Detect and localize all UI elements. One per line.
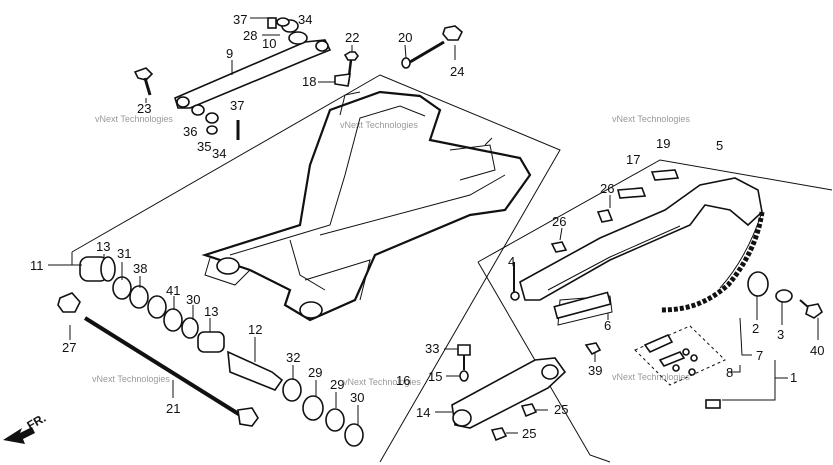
torque-link [451, 344, 567, 442]
drive-chain [659, 211, 765, 313]
callout-label: 40 [810, 343, 824, 358]
callout-label: 20 [398, 30, 412, 45]
callout-label: 30 [186, 292, 200, 307]
callout-label: 29 [330, 377, 344, 392]
callout-label: 37 [230, 98, 244, 113]
top-hardware [133, 17, 463, 140]
callout-label: 22 [345, 30, 359, 45]
swingarm-body [201, 90, 532, 322]
callout-label: 27 [62, 340, 76, 355]
watermark-text: vNext Technologies [612, 372, 690, 382]
callout-label: 1 [790, 370, 797, 385]
callout-label: 18 [302, 74, 316, 89]
callout-label: 11 [30, 258, 44, 273]
callout-label: 24 [450, 64, 464, 79]
callout-label: 9 [226, 46, 233, 61]
swingarm-group-frame [71, 74, 561, 463]
watermarks: vNext Technologies vNext Technologies vN… [92, 114, 690, 387]
callout-label: 30 [350, 390, 364, 405]
callout-label: 21 [166, 401, 180, 416]
callout-label: 37 [233, 12, 247, 27]
callout-label: 23 [137, 101, 151, 116]
callout-label: 34 [212, 146, 226, 161]
callout-labels: 37 34 28 10 22 20 24 9 18 23 37 36 35 34… [30, 12, 824, 441]
callout-label: 19 [656, 136, 670, 151]
watermark-text: vNext Technologies [92, 374, 170, 384]
callout-label: 13 [96, 239, 110, 254]
callout-label: 12 [248, 322, 262, 337]
watermark-text: vNext Technologies [612, 114, 690, 124]
callout-label: 15 [428, 369, 442, 384]
callout-label: 34 [298, 12, 312, 27]
chain-joint [634, 325, 726, 409]
watermark-text: vNext Technologies [95, 114, 173, 124]
callout-label: 6 [604, 318, 611, 333]
watermark-text: vNext Technologies [343, 377, 421, 387]
callout-label: 8 [726, 365, 733, 380]
callout-label: 35 [197, 139, 211, 154]
front-arrow-icon [3, 427, 35, 444]
callout-label: 14 [416, 405, 430, 420]
chain-case [510, 169, 763, 356]
callout-label: 26 [552, 214, 566, 229]
callout-label: 4 [508, 254, 515, 269]
callout-label: 28 [243, 28, 257, 43]
callout-label: 2 [752, 321, 759, 336]
callout-label: 7 [756, 348, 763, 363]
callout-label: 33 [425, 341, 439, 356]
callout-label: 25 [554, 402, 568, 417]
callout-label: 13 [204, 304, 218, 319]
callout-label: 25 [522, 426, 536, 441]
callout-label: 5 [716, 138, 723, 153]
pivot-bearings [79, 256, 364, 447]
callout-label: 31 [117, 246, 131, 261]
callout-label: 17 [626, 152, 640, 167]
leader-lines [48, 17, 819, 434]
callout-label: 3 [777, 327, 784, 342]
pivot-bolt [57, 292, 259, 427]
chaincase-group-frame [477, 159, 833, 263]
front-arrow: FR. [3, 411, 48, 444]
outline-frames [71, 74, 833, 463]
callout-label: 36 [183, 124, 197, 139]
watermark-text: vNext Technologies [340, 120, 418, 130]
callout-label: 41 [166, 283, 180, 298]
callout-label: 10 [262, 36, 276, 51]
callout-label: 29 [308, 365, 322, 380]
callout-label: 39 [588, 363, 602, 378]
callout-label: 32 [286, 350, 300, 365]
callout-label: 38 [133, 261, 147, 276]
callout-label: 26 [600, 181, 614, 196]
callout-label: 16 [396, 373, 410, 388]
chaincase-frame-lower [477, 261, 611, 463]
link-arm [174, 39, 332, 109]
right-hardware [747, 271, 824, 319]
